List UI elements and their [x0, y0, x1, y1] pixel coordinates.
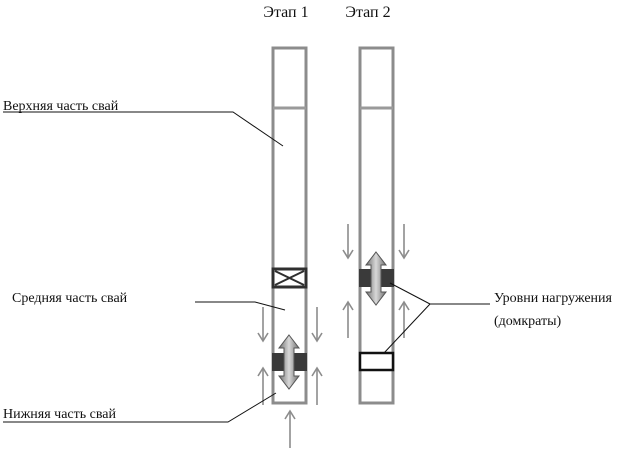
load-levels-leader-lower	[383, 303, 431, 354]
stage-1-pile-outline	[271, 46, 308, 405]
stage-1-jack	[272, 334, 307, 390]
load-levels-leader-upper	[389, 282, 431, 305]
stage-1-force-arrows	[257, 307, 323, 448]
load-levels-sublabel: (домкраты)	[494, 314, 562, 329]
load-levels-callout: Уровни нагружения (домкраты)	[383, 282, 613, 354]
arrow-down-icon	[398, 224, 410, 260]
arrow-up-icon	[257, 366, 269, 405]
stage-1-title: Этап 1	[263, 4, 308, 21]
upper-part-leader	[3, 111, 284, 147]
stage-2-pile	[342, 46, 410, 405]
lower-part-callout: Нижняя часть свай	[3, 392, 277, 423]
lower-part-label: Нижняя часть свай	[3, 407, 116, 422]
arrow-down-icon	[257, 307, 269, 343]
arrow-up-icon	[398, 300, 410, 338]
stage-1-pile	[257, 46, 323, 448]
stage-2-title: Этап 2	[345, 4, 390, 21]
stage-2-pile-outline	[358, 46, 395, 405]
upper-part-callout: Верхняя часть свай	[3, 99, 284, 147]
arrow-down-icon	[311, 307, 323, 343]
up-down-double-arrow-icon	[277, 334, 301, 390]
crossed-box-icon	[271, 267, 308, 289]
empty-jack-box-icon	[358, 351, 395, 372]
upper-part-label: Верхняя часть свай	[3, 99, 119, 114]
up-down-double-arrow-icon	[364, 251, 388, 306]
load-levels-label: Уровни нагружения	[494, 291, 613, 306]
arrow-up-icon	[284, 409, 296, 448]
lower-part-leader	[3, 392, 277, 423]
arrow-up-icon	[311, 366, 323, 405]
arrow-up-icon	[342, 300, 354, 338]
middle-part-label: Средняя часть свай	[12, 291, 128, 306]
arrow-down-icon	[342, 224, 354, 260]
stage-2-jack	[359, 251, 394, 306]
middle-part-leader	[195, 301, 286, 311]
middle-part-callout: Средняя часть свай	[12, 291, 286, 311]
